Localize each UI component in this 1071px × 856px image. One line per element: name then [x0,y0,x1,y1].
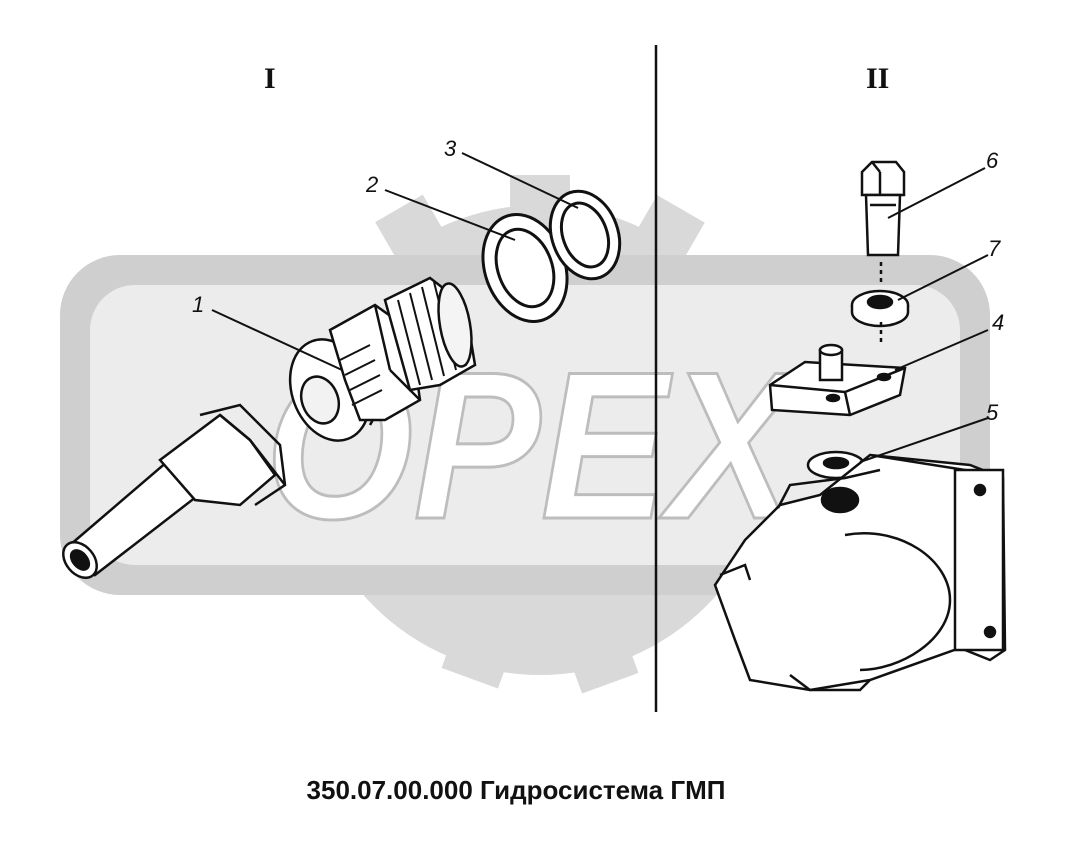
housing-assembly [713,453,1007,692]
leader-2 [384,189,516,241]
callout-2: 2 [366,172,379,197]
leader-3 [461,152,579,209]
leader-1 [211,309,343,371]
callout-5: 5 [986,400,999,425]
part-6-bolt [860,160,906,282]
leader-lines [211,152,989,463]
part-7-washer [850,289,910,345]
callout-7: 7 [988,236,1001,261]
callout-3: 3 [444,136,457,161]
diagram-caption: 350.07.00.000 Гидросистема ГМП [306,775,726,805]
part-1-fitting [62,276,477,580]
leader-6 [887,167,986,219]
part-2-ring [481,213,569,323]
callout-1: 1 [192,292,205,317]
section-label-1: I [264,62,276,95]
callout-6: 6 [986,148,999,173]
section-label-2: II [866,62,890,95]
part-4-plate [768,343,907,417]
part-3-ring [548,189,622,281]
callout-4: 4 [992,310,1005,335]
leader-7 [897,254,989,301]
leader-4 [894,329,989,371]
leader-5 [859,417,989,463]
